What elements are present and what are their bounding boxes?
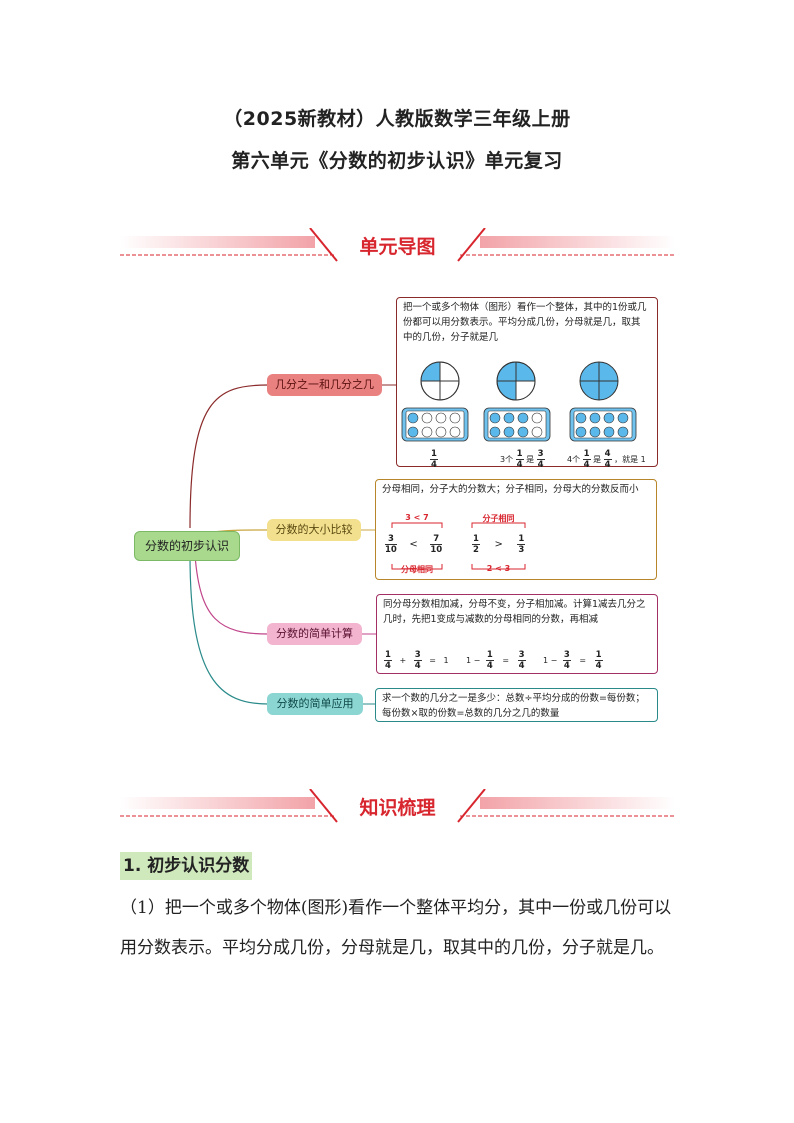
circle-three-quarters bbox=[496, 361, 536, 401]
banner-decoration bbox=[120, 789, 675, 823]
box-fraction-compare: 分母相同，分子大的分数大；分子相同，分母大的分数反而小 bbox=[375, 479, 657, 580]
mindmap-root: 分数的初步认识 bbox=[134, 531, 240, 561]
circle-full bbox=[579, 361, 619, 401]
dot-tray-2 bbox=[483, 407, 551, 442]
box-fraction-apply: 求一个数的几分之一是多少：总数÷平均分成的份数=每份数；每份数×取的份数=总数的… bbox=[375, 688, 658, 722]
box4-text: 求一个数的几分之一是多少：总数÷平均分成的份数=每份数；每份数×取的份数=总数的… bbox=[382, 693, 645, 719]
section-heading: 1. 初步认识分数 bbox=[120, 852, 253, 880]
doc-title-line1: （2025新教材）人教版数学三年级上册 bbox=[223, 108, 571, 130]
compare-left-bottom: 分母相同 bbox=[401, 565, 433, 574]
branch-fraction-calc: 分数的简单计算 bbox=[267, 623, 362, 645]
section-paragraph: （1）把一个或多个物体(图形)看作一个整体平均分，其中一份或几份可以用分数表示。… bbox=[120, 898, 672, 958]
section-banner-map: 单元导图 bbox=[120, 228, 675, 268]
box3-text: 同分母分数相加减，分母不变，分子相加减。计算1减去几分之几时，先把1变成与减数的… bbox=[383, 599, 646, 625]
banner-title: 知识梳理 bbox=[359, 797, 436, 819]
circle-quarter bbox=[420, 361, 460, 401]
dot-tray-3 bbox=[569, 407, 637, 442]
compare-right-top: 分子相同 bbox=[482, 514, 515, 523]
compare-brackets bbox=[391, 522, 526, 570]
banner-title: 单元导图 bbox=[359, 236, 436, 258]
mindmap-connectors bbox=[189, 384, 396, 705]
doc-title-line2: 第六单元《分数的初步认识》单元复习 bbox=[231, 150, 563, 172]
section-banner-knowledge: 知识梳理 bbox=[120, 789, 675, 829]
branch-fraction-apply: 分数的简单应用 bbox=[267, 693, 363, 715]
dot-tray-1 bbox=[401, 407, 469, 442]
fraction-illustrations bbox=[401, 361, 637, 442]
compare-left-top: 3 < 7 bbox=[405, 513, 429, 522]
branch-fraction-compare: 分数的大小比较 bbox=[267, 519, 361, 541]
box1-text: 把一个或多个物体（图形）看作一个整体，其中的1份或几份都可以用分数表示。平均分成… bbox=[403, 302, 647, 343]
box2-text: 分母相同，分子大的分数大；分子相同，分母大的分数反而小 bbox=[382, 484, 639, 495]
box-fraction-calc: 同分母分数相加减，分母不变，分子相加减。计算1减去几分之几时，先把1变成与减数的… bbox=[376, 594, 658, 674]
compare-right-bottom: 2 < 3 bbox=[486, 564, 511, 573]
branch-fractions-intro: 几分之一和几分之几 bbox=[267, 374, 382, 396]
banner-decoration bbox=[120, 228, 675, 262]
